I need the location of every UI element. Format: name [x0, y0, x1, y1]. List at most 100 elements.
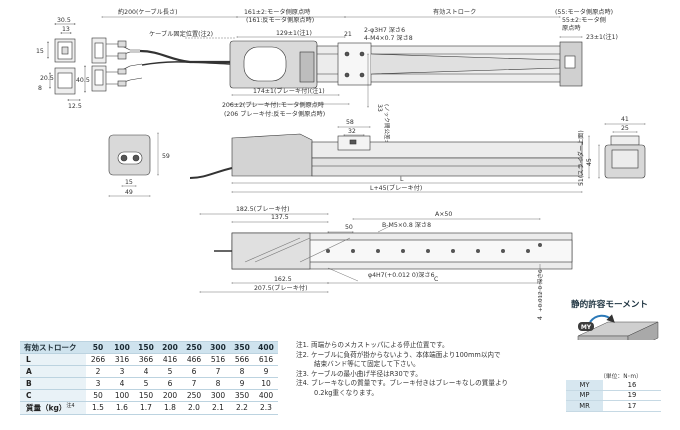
cell: 6 [182, 365, 206, 378]
dim-161-opposite: (161:反モータ側原点時) [246, 16, 314, 24]
dim-33-note: (ノック間公差±0.02) [383, 104, 391, 159]
dim-174: 174±1(ブレーキ付)(注1) [253, 87, 325, 95]
cell: 250 [182, 389, 206, 402]
row-label: B [20, 377, 86, 390]
moment-key: MR [566, 400, 603, 412]
note-1: 注1. 両端からのメカストッパによる停止位置です。 [296, 341, 449, 349]
cell: 516 [206, 353, 230, 366]
row-label: C [20, 389, 86, 402]
cell: 9 [254, 365, 278, 378]
dim-30-5: 30.5 [57, 17, 71, 24]
actuator-bottom-view [214, 232, 573, 270]
dim-L-45: L+45(ブレーキ付) [370, 184, 422, 192]
cell: 1.5 [86, 401, 110, 415]
cell: 200 [158, 389, 182, 402]
cell: 10 [254, 377, 278, 390]
technical-drawing: 30.5 13 15 8 20.5 40.5 12.5 約200(ケーブル長さ)… [36, 8, 659, 340]
dim-207-5: 207.5(ブレーキ付) [254, 284, 307, 292]
dim-206-motor: 206±2(ブレーキ付):モータ側原点時 [222, 101, 324, 109]
row-note: 注4 [66, 403, 75, 409]
dim-12-5: 12.5 [68, 103, 82, 110]
dim-AxS0: A×50 [435, 211, 452, 218]
note-4: 注4. ブレーキなしの質量です。ブレーキ付きはブレーキなしの質量より [296, 379, 508, 388]
dim-20-5: 20.5 [40, 75, 54, 82]
dim-cable-fix-pos: ケーブル固定位置(注2) [149, 30, 213, 38]
stroke-col: 200 [158, 341, 182, 354]
cell: 1.6 [110, 401, 134, 415]
cell: 350 [230, 389, 254, 402]
row-label: A [20, 365, 86, 378]
actuator-side-view [231, 133, 583, 177]
table-row: A 2 3 4 5 6 7 8 9 [20, 365, 278, 378]
stroke-col: 50 [86, 341, 110, 354]
cell: 300 [206, 389, 230, 402]
table-row: 質量（kg）注4 1.5 1.6 1.7 1.8 2.0 2.1 2.2 2.3 [20, 401, 278, 415]
cell: 7 [182, 377, 206, 390]
note-2: 注2. ケーブルに負荷が掛からないよう、本体端面より100mm以内で [296, 350, 501, 359]
dim-41: 41 [621, 116, 629, 123]
end-view-motor [108, 134, 151, 176]
cable [139, 49, 230, 64]
cell: 3 [110, 365, 134, 378]
notes: 注1. 両端からのメカストッパによる停止位置です。 注2. ケーブルに負荷が掛か… [296, 341, 546, 399]
moment-title: 静的許容モーメント [571, 300, 649, 310]
moment-diagram: MY MP MR [577, 314, 659, 340]
spec-table: 有効ストローク 50 100 150 200 250 300 350 400 L… [20, 341, 278, 415]
stroke-col: 400 [254, 341, 278, 354]
cell: 3 [86, 377, 110, 390]
moment-key: MP [566, 390, 603, 401]
moment-value: 16 [603, 380, 661, 391]
cell: 5 [134, 377, 158, 390]
dim-bottom-50: 50 [345, 224, 353, 231]
dim-161-motor: 161±2:モータ側原点時 [244, 8, 310, 16]
cell: 566 [230, 353, 254, 366]
stroke-header: 有効ストローク [20, 341, 86, 354]
dim-25: 25 [621, 125, 629, 132]
cell: 2.3 [254, 401, 278, 415]
dim-stroke: 有効ストローク [433, 8, 476, 16]
stroke-col: 350 [230, 341, 254, 354]
cell: 1.8 [158, 401, 182, 415]
dim-137-5: 137.5 [271, 214, 289, 221]
dim-45: 45 [586, 158, 593, 166]
end-view-slider [604, 135, 646, 179]
table-row: C 50 100 150 200 250 300 350 400 [20, 389, 278, 402]
dim-8: 8 [38, 85, 42, 92]
moment-value: 17 [603, 400, 661, 412]
dim-40-5: 40.5 [76, 77, 90, 84]
dim-B-M5: B-M5×0.8 深さ8 [382, 221, 431, 229]
cell: 50 [86, 389, 110, 402]
cell: 616 [254, 353, 278, 366]
dim-59: 59 [162, 153, 170, 160]
dim-23: 23±1(注1) [586, 33, 618, 41]
mounting-holes [326, 243, 542, 253]
dim-bottom-4: 4 [537, 316, 544, 320]
table-row: L 266 316 366 416 466 516 566 616 [20, 353, 278, 366]
cell: 400 [254, 389, 278, 402]
dim-15: 15 [36, 48, 44, 55]
dim-182-5: 182.5(ブレーキ付) [236, 205, 289, 213]
dim-21: 21 [344, 31, 352, 38]
cell: 416 [158, 353, 182, 366]
cell: 100 [110, 389, 134, 402]
dim-162-5: 162.5 [274, 276, 292, 283]
dim-129: 129±1(注1) [276, 29, 312, 37]
stroke-col: 100 [110, 341, 134, 354]
moment-label-my: MY [581, 324, 592, 331]
dim-cable-length: 約200(ケーブル長さ) [118, 8, 178, 16]
cell: 2 [86, 365, 110, 378]
stroke-col: 250 [182, 341, 206, 354]
dim-55-motor: (55:モータ側原点時) [555, 8, 613, 16]
cell: 2.1 [206, 401, 230, 415]
dim-55-opposite-a: 55±2:モータ側 [562, 16, 606, 24]
cell: 150 [134, 389, 158, 402]
dim-33: 33 [376, 104, 383, 112]
cell: 1.7 [134, 401, 158, 415]
cell: 9 [230, 377, 254, 390]
hole-spec-2: 2-φ3H7 深さ6 [364, 26, 405, 34]
cell: 7 [206, 365, 230, 378]
dim-51: 51(スライダー上面) [577, 130, 585, 186]
